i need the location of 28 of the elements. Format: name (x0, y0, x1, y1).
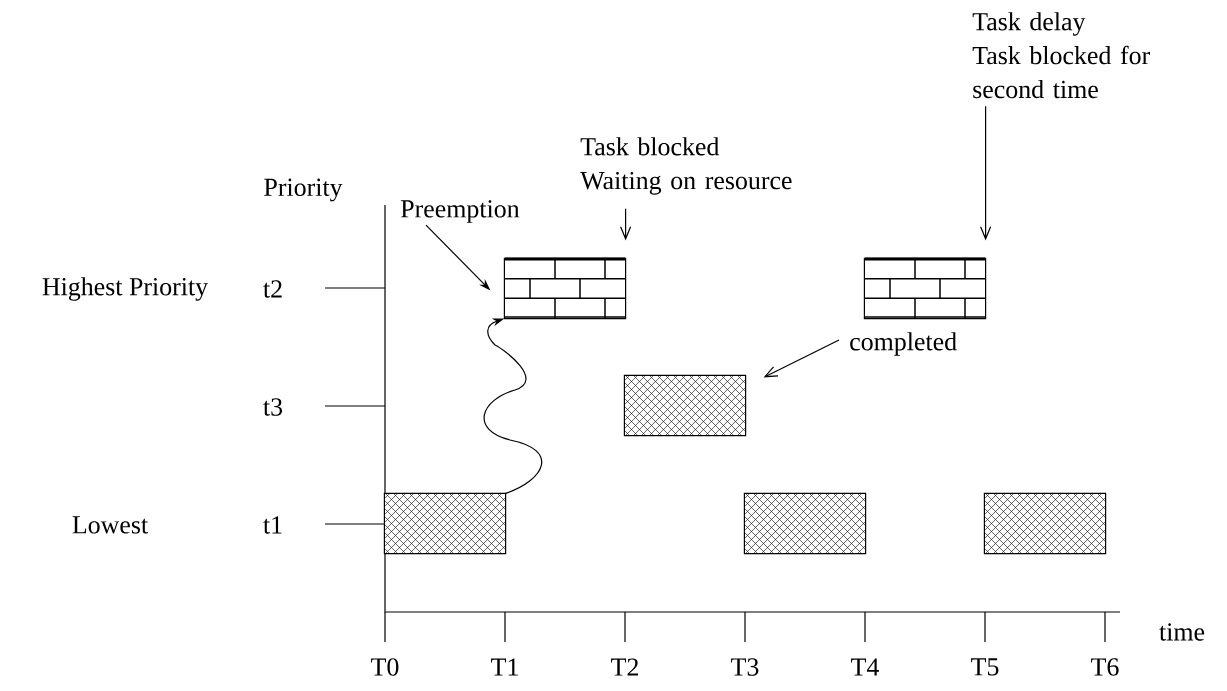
brick-bar (503, 257, 627, 320)
wavy-arrow (483, 318, 543, 494)
task-bar (383, 492, 507, 555)
arrow (980, 105, 992, 241)
arrow (620, 208, 632, 241)
tick-label: T6 (1091, 658, 1119, 676)
arrow (763, 339, 840, 378)
task-bar (623, 374, 747, 437)
row-label: Highest Priority (42, 277, 209, 301)
tick-label: T5 (971, 658, 999, 676)
row-label: Lowest (72, 516, 148, 534)
tick-label: T2 (611, 658, 638, 676)
annotation-text: completed (850, 332, 957, 356)
tick-label: T0 (371, 658, 399, 676)
task-bar (743, 492, 867, 555)
row-label: t3 (263, 398, 283, 416)
tick-label: T3 (731, 658, 759, 676)
annotation-text: Task blocked Waiting on resource (580, 137, 792, 195)
task-bar (983, 492, 1107, 555)
row-label: t2 (263, 280, 282, 298)
annotation-text: Task delay Task blocked for second time (972, 12, 1150, 99)
tick-label: T4 (851, 658, 879, 676)
annotation-text: Preemption (400, 200, 520, 223)
brick-bar (863, 257, 987, 320)
row-label: t1 (263, 516, 282, 534)
tick-label: T1 (491, 658, 518, 676)
axis-title: Priority (264, 178, 343, 202)
axis-title: time (1159, 623, 1205, 641)
